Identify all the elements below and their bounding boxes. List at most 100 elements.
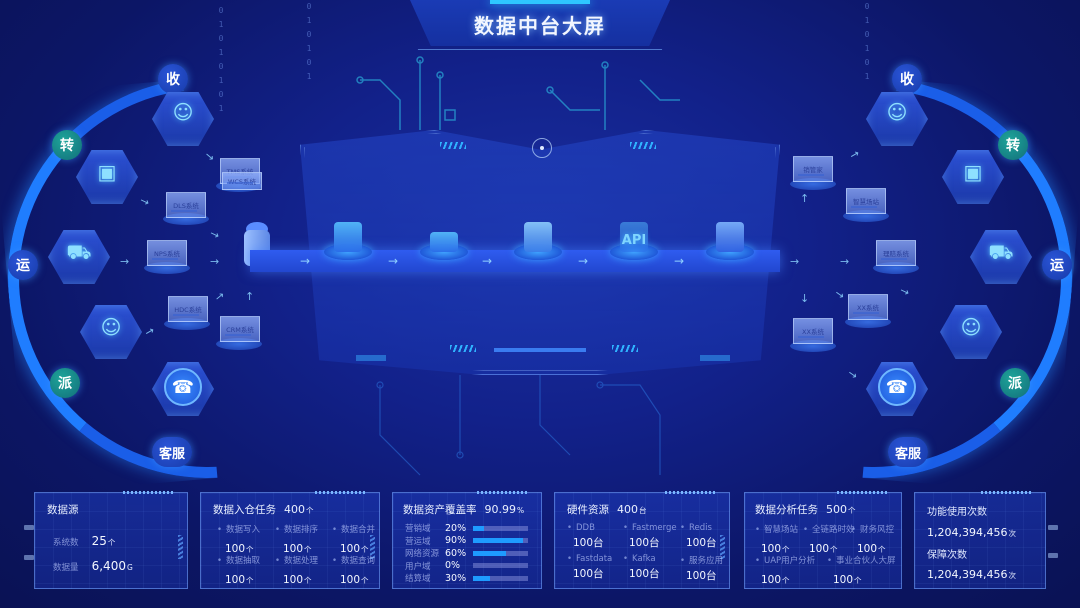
circuit-decoration [356,56,680,130]
flow-arrow-icon: → [840,255,850,268]
flow-arrow-icon: → [845,366,861,383]
system-card-dls: DLS系统 [166,192,206,218]
arc-node-transfer-right: 转 [998,130,1028,160]
coverage-bar-fill [473,538,523,543]
system-card-nps: NPS系统 [147,240,187,266]
panel-decoration [450,345,476,352]
coverage-bar [473,550,528,556]
coverage-value: 0% [445,560,461,571]
coverage-label: 结算域 [405,574,431,584]
customer-service-icon: ☎ [164,368,202,406]
coverage-row: 结算域 30% [405,572,528,584]
conveyor-arrow-icon: → [482,254,493,268]
panel-center-knob [532,138,552,158]
panel-decoration [630,142,656,149]
sorter-machine-icon: ▣ [963,160,983,184]
card-usage: 功能使用次数 1,204,394,456次 保障次数 1,204,394,456… [914,491,1046,589]
coverage-bar-fill [473,525,484,531]
courier-icon: ☺ [100,315,122,339]
system-card-xx-2: XX系统 [793,318,833,344]
system-card-xx-1: XX系统 [848,294,888,320]
node-sorting-left [76,150,138,204]
panel-decoration [440,142,466,149]
side-handle [1048,553,1058,558]
flow-arrow-icon: ↓ [800,292,810,305]
arc-node-dispatch-left: 派 [50,368,80,398]
coverage-label: 用户域 [405,561,431,572]
arc-node-service-left: 客服 [152,437,192,467]
stat-system-count: 系统数 25个 [53,534,116,548]
conveyor-arrow-icon: → [578,254,589,268]
coverage-value: 90% [445,535,467,546]
customer-service-icon: ☎ [878,368,916,406]
system-card-crm: CRM系统 [220,316,260,342]
flow-arrow-icon: → [201,148,218,165]
flow-arrow-icon: → [847,146,862,163]
coverage-value: 20% [445,522,467,534]
title-banner [410,0,670,46]
circuit-decoration [376,375,661,476]
side-handle [1048,525,1058,530]
system-card-smart-station: 智慧场站 [846,188,886,214]
panel-decoration [612,345,638,352]
flow-arrow-icon: ↑ [800,192,810,205]
flow-arrow-icon: → [207,226,222,243]
coverage-bar [473,575,528,581]
coverage-row: 用户域 0% [405,560,528,572]
stage-data-analysis [706,212,754,260]
stage-data-search [420,212,468,260]
coverage-value: 30% [445,572,467,584]
title-frame [395,0,685,50]
arc-node-transport-right: 运 [1042,250,1072,280]
coverage-label: 网络资源 [405,549,440,559]
card-title: 数据源 [47,504,79,516]
flow-arrow-icon: ↑ [245,290,255,303]
workers-icon: ☺ [886,100,908,124]
stage-data-lake [324,212,372,260]
flow-arrow-icon: → [211,288,228,305]
flow-arrow-icon: → [120,255,130,268]
conveyor-arrow-icon: → [388,254,399,268]
stage-data-warehouse [514,212,562,260]
arc-node-dispatch-right: 派 [1000,368,1030,398]
usage-label: 功能使用次数 [927,507,987,518]
stage-api: API [610,212,658,260]
system-card-claims: 理赔系统 [876,240,916,266]
conveyor-arrow-icon: → [300,254,311,268]
sorter-machine-icon: ▣ [97,160,117,184]
coverage-bar [473,563,528,568]
system-card-hdc: HDC系统 [168,296,208,322]
panel-decoration [356,355,386,361]
arc-node-transfer-left: 转 [52,130,82,160]
coverage-bar [473,525,528,531]
coverage-row: 营运域 90% [405,535,528,547]
flow-arrow-icon: → [790,255,800,268]
coverage-label: 营运域 [405,536,431,547]
side-handle [24,525,34,530]
arc-node-service-right: 客服 [888,437,928,467]
arc-node-receive-right: 收 [892,64,922,94]
flow-arrow-icon: → [210,255,220,268]
guarantee-value: 1,204,394,456次 [927,568,1016,581]
stat-data-volume: 数据量 6,400G [53,559,133,573]
usage-value: 1,204,394,456次 [927,526,1016,539]
